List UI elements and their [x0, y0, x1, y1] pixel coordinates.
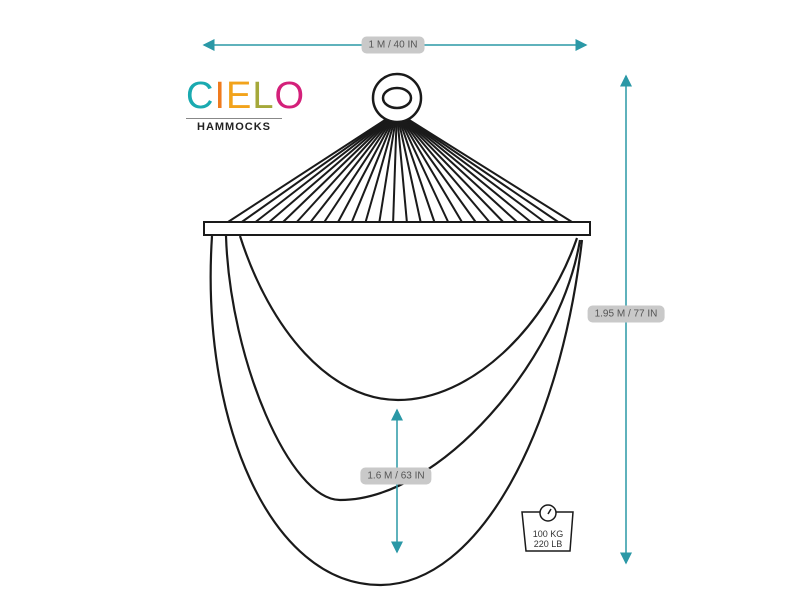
string-line	[282, 117, 392, 223]
string-line	[378, 117, 397, 223]
hammock-fabric	[209, 235, 584, 587]
spreader-bar	[203, 221, 591, 236]
string-line	[268, 117, 391, 223]
string-line	[398, 117, 450, 223]
logo-letter: E	[226, 75, 253, 117]
string-line	[403, 117, 546, 223]
weight-scale-icon	[521, 504, 574, 552]
height-label: 1.95 M / 77 IN	[587, 305, 665, 323]
string-line	[400, 117, 477, 223]
string-line	[296, 117, 393, 223]
logo-letter: L	[252, 75, 275, 117]
capacity-text: 100 KG 220 LB	[533, 529, 564, 549]
string-line	[392, 117, 398, 223]
string-line	[227, 117, 389, 223]
string-line	[396, 117, 408, 223]
cielo-logo: CIELO HAMMOCKS	[186, 75, 304, 133]
string-line	[401, 117, 504, 223]
string-line	[404, 117, 559, 223]
string-line	[309, 117, 394, 223]
string-line	[397, 117, 436, 223]
string-line	[337, 117, 395, 223]
logo-letter: I	[214, 75, 227, 117]
string-line	[364, 117, 397, 223]
string-line	[400, 117, 491, 223]
logo-letter: C	[186, 75, 215, 117]
string-line	[254, 117, 391, 223]
string-line	[241, 117, 390, 223]
string-line	[402, 117, 518, 223]
string-line	[350, 117, 396, 223]
string-line	[397, 117, 422, 223]
seat-height-label: 1.6 M / 63 IN	[360, 467, 432, 485]
capacity-kg: 100 KG	[532, 529, 564, 539]
logo-letter: O	[274, 75, 306, 117]
width-label: 1 M / 40 IN	[361, 36, 425, 54]
hammock-strings	[227, 117, 573, 223]
logo-wordmark: CIELO	[186, 75, 304, 117]
string-line	[399, 117, 463, 223]
capacity-lb: 220 LB	[533, 539, 563, 549]
string-line	[405, 117, 573, 223]
string-line	[403, 117, 532, 223]
logo-subtitle: HAMMOCKS	[186, 118, 282, 133]
hanging-ring	[371, 72, 423, 124]
string-line	[323, 117, 394, 223]
